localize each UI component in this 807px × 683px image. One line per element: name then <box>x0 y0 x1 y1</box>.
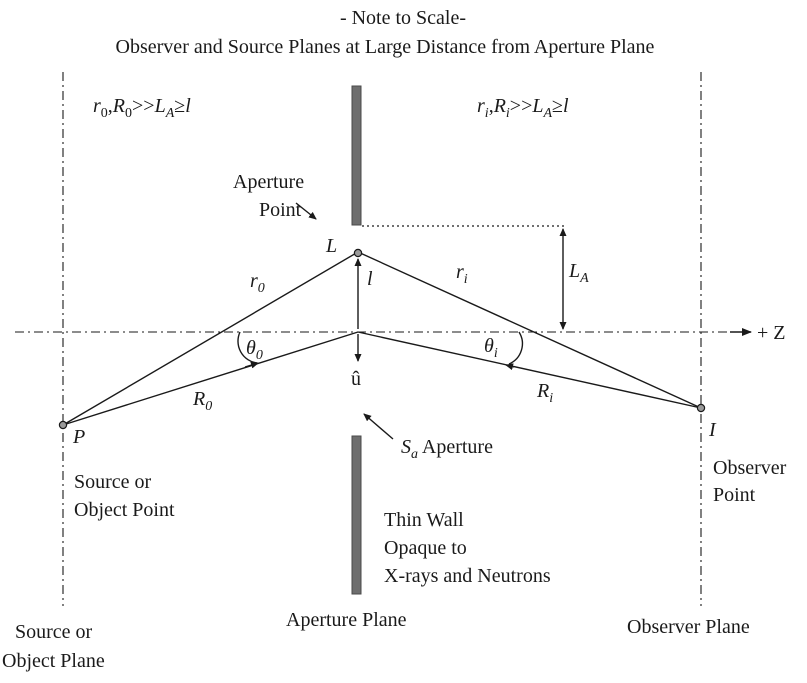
condition-right: ri,Ri>>LA≥l <box>477 95 569 121</box>
ri-label: ri <box>456 261 468 287</box>
z-axis-label: + Z <box>757 322 786 344</box>
wall-label-line2: Opaque to <box>384 537 467 559</box>
wall-label-line1: Thin Wall <box>384 509 464 531</box>
wall-label-line3: X-rays and Neutrons <box>384 565 551 587</box>
source-point-P <box>58 420 68 430</box>
observer-point-label-line2: Point <box>713 484 756 506</box>
sa-aperture-label: Sa Aperture <box>401 436 493 462</box>
observer-point-label-line1: Observer <box>713 457 787 479</box>
ray-r0 <box>62 251 359 426</box>
u-hat-label: û <box>351 368 361 390</box>
observer-point-I <box>696 403 706 413</box>
aperture-plane-label: Aperture Plane <box>286 609 407 631</box>
thetai-label: θi <box>484 335 498 361</box>
ray-Ri <box>357 331 702 409</box>
aperture-point-label-line2: Point <box>259 199 302 221</box>
thetai-arc <box>508 331 524 365</box>
source-point-label-line1: Source or <box>74 471 152 493</box>
diagram-subtitle: Observer and Source Planes at Large Dist… <box>116 36 655 58</box>
observer-plane-label: Observer Plane <box>627 616 750 638</box>
aperture-point-pointer <box>295 202 317 220</box>
ray-ri <box>357 251 702 409</box>
r0-label: r0 <box>250 270 265 296</box>
point-I-label: I <box>708 419 717 441</box>
source-plane-label-line2: Object Plane <box>2 650 105 672</box>
aperture-point-label-line1: Aperture <box>233 171 304 193</box>
Ri-direction-arrow <box>505 363 515 371</box>
point-L-label: L <box>325 235 337 257</box>
ray-R0 <box>62 331 359 426</box>
la-label: LA <box>568 260 589 286</box>
R0-direction-arrow <box>244 361 259 369</box>
source-point-label-line2: Object Point <box>74 499 175 521</box>
condition-left: r0,R0>>LA≥l <box>93 95 191 121</box>
l-label: l <box>367 268 373 290</box>
lower-wall <box>351 435 362 595</box>
theta0-label: θ0 <box>246 337 263 363</box>
theta0-arc <box>237 331 258 364</box>
upper-wall <box>351 85 362 226</box>
point-P-label: P <box>72 426 85 448</box>
R0-label: R0 <box>192 388 212 414</box>
source-plane-label-line1: Source or <box>15 621 93 643</box>
Ri-label: Ri <box>536 380 553 406</box>
sa-aperture-pointer <box>363 413 394 440</box>
note-to-scale: - Note to Scale- <box>340 7 466 29</box>
aperture-point-L <box>353 248 363 258</box>
